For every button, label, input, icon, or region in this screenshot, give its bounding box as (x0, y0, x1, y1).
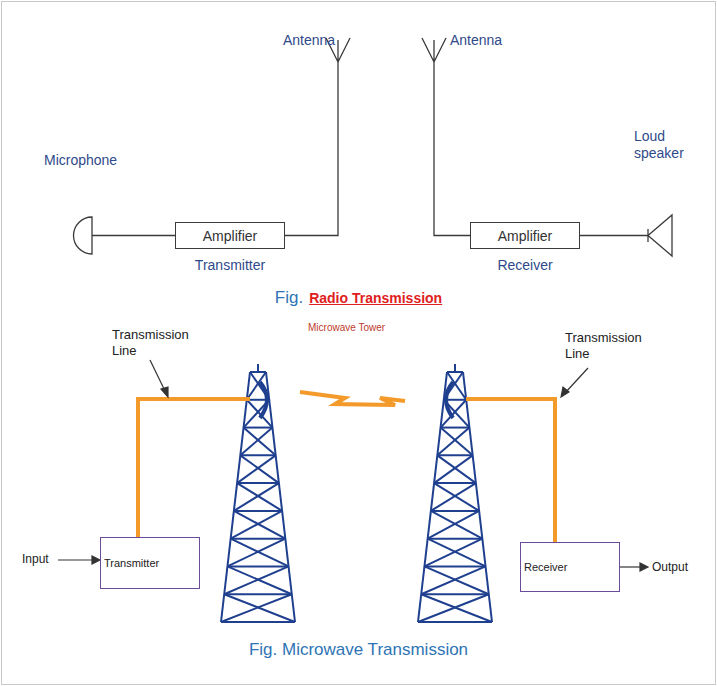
microphone-label: Microphone (44, 152, 117, 168)
transmitter-box: Transmitter (100, 537, 200, 589)
line-label: Transmission Line (112, 327, 207, 358)
loudspeaker-label: Loud speaker (634, 128, 694, 162)
receiver-box: Receiver (520, 542, 620, 592)
box-label: Receiver (524, 561, 567, 573)
transmission-line (138, 399, 555, 542)
line-label: Transmission Line (565, 330, 660, 361)
box-label: Transmitter (104, 557, 159, 569)
antenna-label: Antenna (450, 32, 502, 48)
box-subtitle: Receiver (471, 257, 579, 273)
output-label: Output (652, 560, 688, 574)
tower-label: Microwave Tower (308, 322, 385, 333)
radio-wiring (74, 38, 673, 256)
box-label: Amplifier (203, 228, 257, 244)
microwave-signal (300, 392, 405, 405)
figure-prefix: Fig. (275, 288, 303, 308)
box-subtitle: Transmitter (176, 257, 284, 273)
antenna-label: Antenna (283, 32, 335, 48)
box-label: Amplifier (498, 228, 552, 244)
microwave-towers (221, 364, 492, 622)
figure-caption: Fig. Radio Transmission (0, 288, 717, 308)
loudspeaker-symbol (648, 215, 672, 256)
amplifier-box: AmplifierTransmitter (175, 222, 285, 249)
microphone-symbol (74, 217, 93, 254)
amplifier-box: AmplifierReceiver (470, 222, 580, 249)
input-label: Input (22, 552, 49, 566)
figure-title: Radio Transmission (309, 290, 442, 306)
antenna-symbol (422, 38, 446, 62)
figure-caption: Fig. Microwave Transmission (0, 640, 717, 660)
